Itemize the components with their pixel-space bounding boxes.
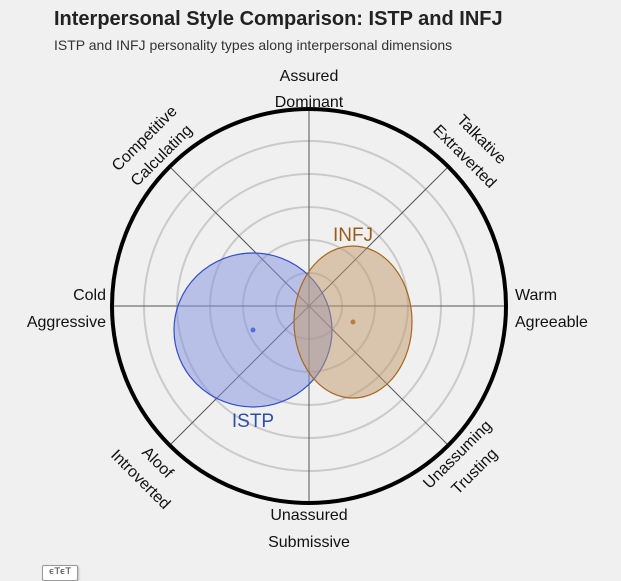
label-aggressive: Aggressive xyxy=(27,314,106,331)
infj-label: INFJ xyxy=(333,225,373,246)
label-cold: Cold xyxy=(73,287,106,304)
label-submissive: Submissive xyxy=(268,534,350,551)
outer-ring xyxy=(110,107,508,505)
chart-subtitle: ISTP and INFJ personality types along in… xyxy=(54,37,453,53)
label-warm: Warm xyxy=(515,287,557,304)
label-dominant: Dominant xyxy=(275,94,344,111)
label-agreeable: Agreeable xyxy=(515,314,588,331)
chart-title: Interpersonal Style Comparison: ISTP and… xyxy=(54,8,503,30)
infj-center-dot xyxy=(350,319,356,325)
logo-badge[interactable]: ϵTϵT xyxy=(42,565,78,581)
istp-label: ISTP xyxy=(232,411,274,432)
label-unassured: Unassured xyxy=(270,507,347,524)
istp-center-dot xyxy=(250,327,256,333)
label-assured: Assured xyxy=(280,68,339,85)
